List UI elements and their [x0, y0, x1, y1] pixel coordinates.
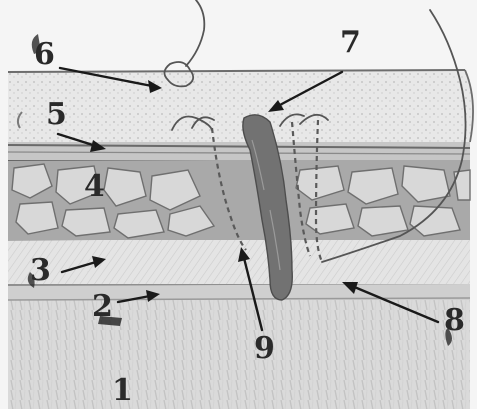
label-1: 1 [112, 373, 133, 408]
label-6: 6 [34, 37, 55, 72]
outer-cover-layer [8, 70, 473, 142]
label-3: 3 [30, 253, 51, 288]
label-8: 8 [444, 303, 465, 338]
label-2: 2 [92, 289, 113, 324]
label-7: 7 [340, 25, 361, 60]
layer-5-band [8, 142, 470, 160]
label-9: 9 [254, 331, 275, 366]
label-4: 4 [84, 169, 105, 204]
layer-2-membrane [8, 283, 470, 300]
label-5: 5 [46, 97, 67, 132]
layer-1-deep-tissue [8, 300, 470, 409]
layer-4-cellular [8, 158, 470, 240]
